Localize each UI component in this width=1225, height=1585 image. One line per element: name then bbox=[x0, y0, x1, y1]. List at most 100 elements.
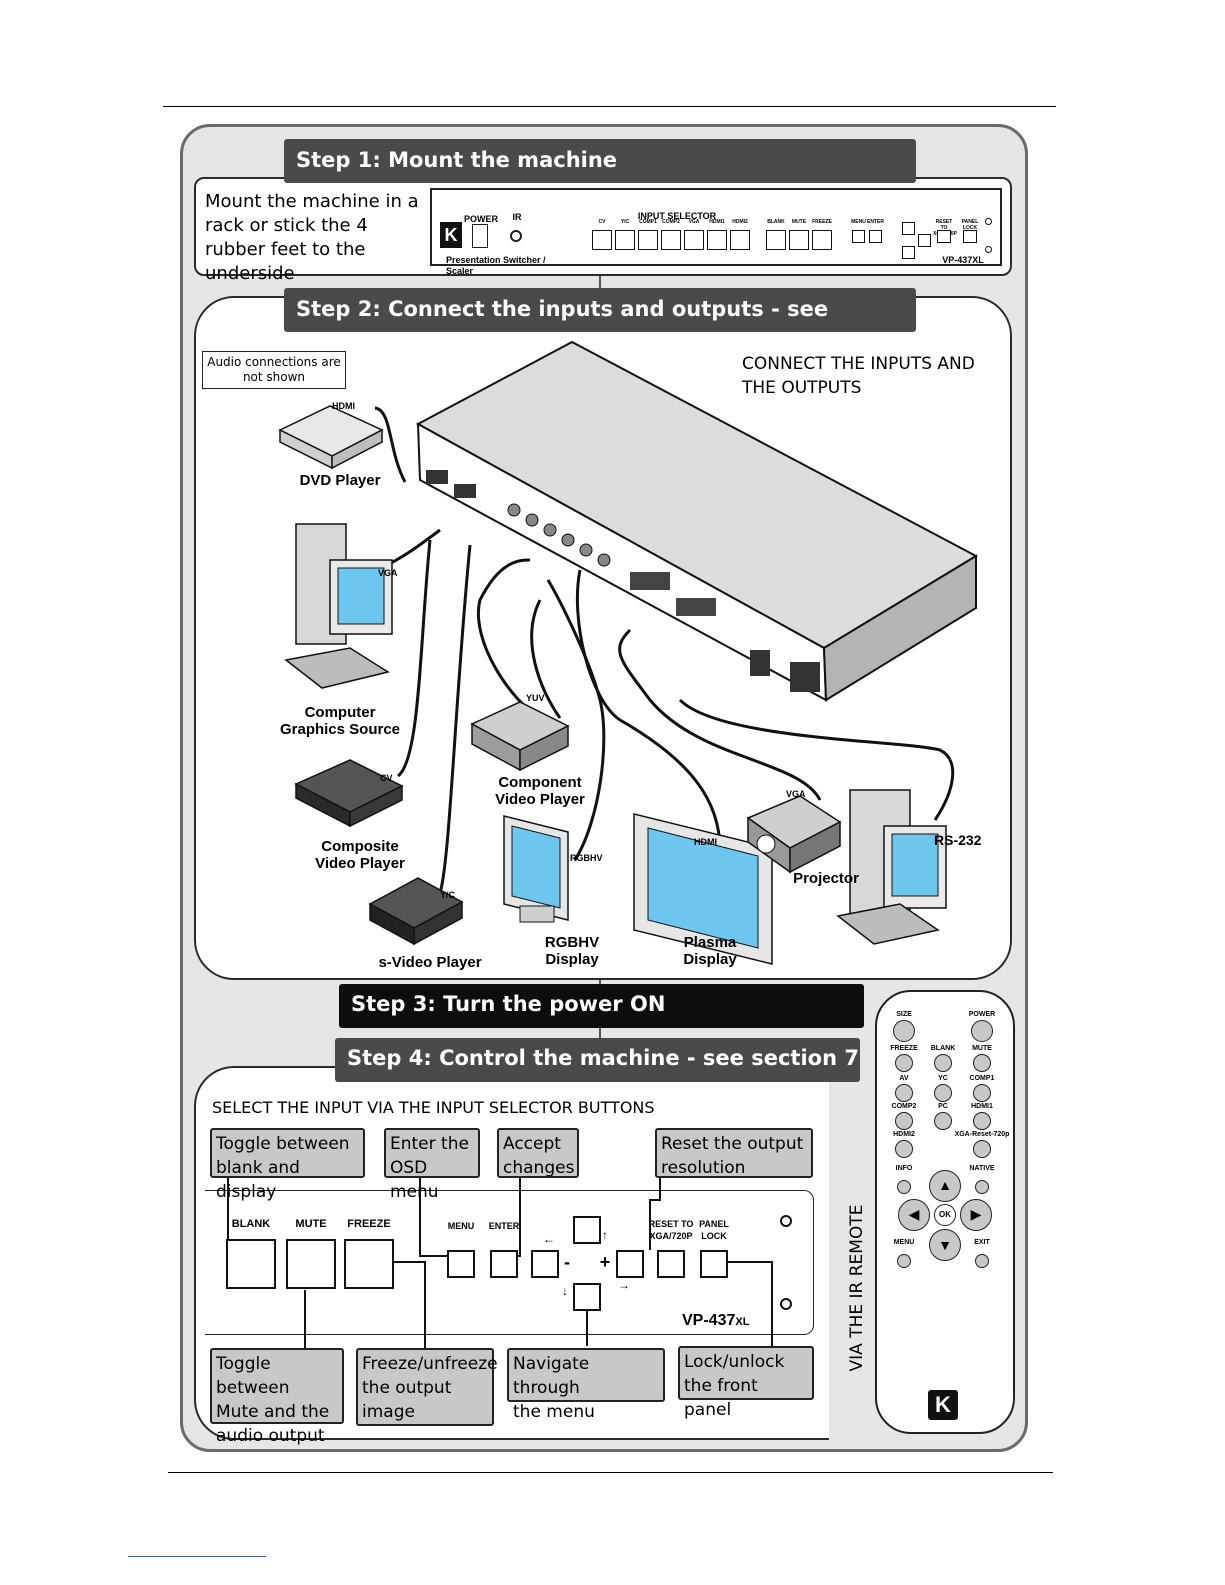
step1-banner: Step 1: Mount the machine bbox=[284, 139, 916, 183]
device-label: DVD Player bbox=[299, 472, 381, 489]
remote-button[interactable] bbox=[973, 1112, 991, 1130]
remote-button-label: NATIVE bbox=[969, 1165, 995, 1172]
status-led-bottom bbox=[780, 1298, 792, 1310]
computer-drawing bbox=[284, 523, 393, 689]
callout-mute: Toggle between Mute and the audio output bbox=[210, 1348, 344, 1446]
front-panel-button[interactable] bbox=[707, 230, 727, 250]
remote-button[interactable] bbox=[934, 1054, 952, 1072]
menu-button[interactable] bbox=[447, 1250, 475, 1278]
front-panel-label: ENTER bbox=[867, 219, 884, 225]
input-selector-label: INPUT SELECTOR bbox=[637, 211, 717, 221]
remote-logo-text: K bbox=[935, 1392, 951, 1417]
remote-button[interactable] bbox=[895, 1084, 913, 1102]
device-label: Component Video Player bbox=[495, 774, 585, 808]
scaler-unit bbox=[415, 340, 979, 702]
remote-ok-button[interactable]: OK bbox=[934, 1204, 956, 1226]
front-panel-nav-right[interactable] bbox=[918, 234, 931, 247]
front-panel-label: HDMI1 bbox=[709, 219, 725, 225]
front-panel-button[interactable] bbox=[730, 230, 750, 250]
device-label: Plasma Display bbox=[683, 934, 737, 968]
top-rule bbox=[163, 106, 1056, 107]
dvd-player-drawing bbox=[278, 405, 384, 470]
device-label: Projector bbox=[793, 870, 859, 887]
front-panel-button[interactable] bbox=[615, 230, 635, 250]
nav-down-button[interactable] bbox=[573, 1283, 601, 1311]
remote-button[interactable] bbox=[973, 1084, 991, 1102]
remote-right-button[interactable]: ▶ bbox=[960, 1199, 992, 1231]
remote-button-label: FREEZE bbox=[890, 1045, 918, 1052]
model-name: VP-437 bbox=[682, 1312, 736, 1329]
front-panel-button[interactable] bbox=[592, 230, 612, 250]
front-panel-button[interactable] bbox=[869, 230, 882, 243]
remote-button[interactable] bbox=[895, 1112, 913, 1130]
control-pc-drawing bbox=[836, 789, 947, 945]
front-panel-label: BLANK bbox=[767, 219, 785, 225]
remote-button[interactable] bbox=[897, 1254, 911, 1268]
front-panel-label: HDMI2 bbox=[732, 219, 748, 225]
front-panel-label: MUTE bbox=[791, 219, 807, 225]
model-label: VP-437XL bbox=[682, 1312, 749, 1330]
remote-button[interactable] bbox=[934, 1084, 952, 1102]
front-panel-button[interactable] bbox=[684, 230, 704, 250]
plasma-display-drawing bbox=[633, 813, 773, 965]
arrow-up-icon: ↑ bbox=[602, 1228, 608, 1242]
front-panel-nav-up[interactable] bbox=[902, 222, 915, 235]
front-panel-button[interactable] bbox=[638, 230, 658, 250]
arrow-down-icon: ↓ bbox=[562, 1284, 568, 1298]
front-panel-button[interactable] bbox=[937, 230, 951, 243]
power-switch[interactable] bbox=[472, 224, 488, 248]
bottom-rule bbox=[168, 1472, 1053, 1473]
remote-button[interactable] bbox=[975, 1180, 989, 1194]
remote-button-label: MENU bbox=[893, 1239, 915, 1246]
remote-button[interactable] bbox=[975, 1254, 989, 1268]
reset-label: RESET TO XGA/720P bbox=[648, 1219, 694, 1241]
front-panel-label: Y/C bbox=[620, 219, 630, 225]
remote-button-label: AV bbox=[899, 1075, 909, 1082]
remote-button-label: YC bbox=[938, 1075, 948, 1082]
step4-banner: Step 4: Control the machine - see sectio… bbox=[335, 1038, 860, 1082]
remote-button[interactable] bbox=[971, 1020, 993, 1042]
signal-label: HDMI bbox=[332, 401, 355, 411]
remote-left-button[interactable]: ◀ bbox=[898, 1199, 930, 1231]
remote-button-label: POWER bbox=[968, 1011, 996, 1018]
freeze-button[interactable] bbox=[344, 1239, 394, 1289]
device-label: s-Video Player bbox=[378, 954, 482, 971]
front-panel-button[interactable] bbox=[812, 230, 832, 250]
remote-up-button[interactable]: ▲ bbox=[929, 1170, 961, 1202]
front-panel-button[interactable] bbox=[661, 230, 681, 250]
freeze-label: FREEZE bbox=[347, 1218, 391, 1230]
mute-button[interactable] bbox=[286, 1239, 336, 1289]
nav-right-button[interactable] bbox=[616, 1250, 644, 1278]
nav-left-button[interactable] bbox=[531, 1250, 559, 1278]
reset-button[interactable] bbox=[657, 1250, 685, 1278]
remote-button[interactable] bbox=[897, 1180, 911, 1194]
signal-label: CV bbox=[380, 773, 393, 783]
callout-navigate: Navigate through the menu bbox=[507, 1348, 665, 1422]
remote-button[interactable] bbox=[895, 1054, 913, 1072]
remote-button-label: COMP2 bbox=[891, 1103, 917, 1110]
remote-down-button[interactable]: ▼ bbox=[929, 1229, 961, 1261]
front-panel-button[interactable] bbox=[766, 230, 786, 250]
front-panel-nav-down[interactable] bbox=[902, 246, 915, 259]
enter-button[interactable] bbox=[490, 1250, 518, 1278]
remote-button[interactable] bbox=[893, 1020, 915, 1042]
status-led-top bbox=[780, 1215, 792, 1227]
remote-button[interactable] bbox=[973, 1140, 991, 1158]
remote-button[interactable] bbox=[934, 1112, 952, 1130]
signal-label: RS-232 bbox=[934, 832, 982, 848]
nav-up-button[interactable] bbox=[573, 1216, 601, 1244]
callout-menu: Enter the OSD menu bbox=[384, 1128, 480, 1202]
front-panel-button[interactable] bbox=[852, 230, 865, 243]
front-panel-label: PANEL LOCK bbox=[961, 219, 979, 231]
enter-label: ENTER bbox=[488, 1221, 520, 1231]
front-panel-label: COMP1 bbox=[639, 219, 657, 225]
step3-banner: Step 3: Turn the power ON bbox=[339, 984, 864, 1028]
remote-button[interactable] bbox=[973, 1054, 991, 1072]
front-panel-button[interactable] bbox=[789, 230, 809, 250]
remote-button-label: INFO bbox=[895, 1165, 913, 1172]
front-panel-button[interactable] bbox=[963, 230, 977, 243]
panel-lock-button[interactable] bbox=[700, 1250, 728, 1278]
remote-button[interactable] bbox=[895, 1140, 913, 1158]
blank-button[interactable] bbox=[226, 1239, 276, 1289]
